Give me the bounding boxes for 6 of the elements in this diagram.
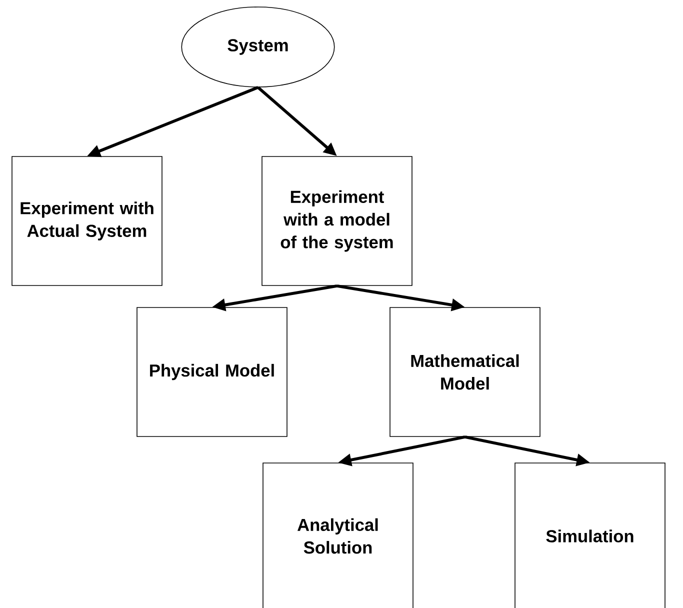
- process-box: Experiment with Actual System: [12, 156, 162, 286]
- process-box: Physical Model: [136, 307, 288, 437]
- process-box: Experiment with a model of the system: [262, 156, 412, 286]
- process-box: Analytical Solution: [262, 462, 414, 608]
- process-box: Simulation: [514, 462, 666, 608]
- process-box: Mathematical Model: [390, 307, 540, 437]
